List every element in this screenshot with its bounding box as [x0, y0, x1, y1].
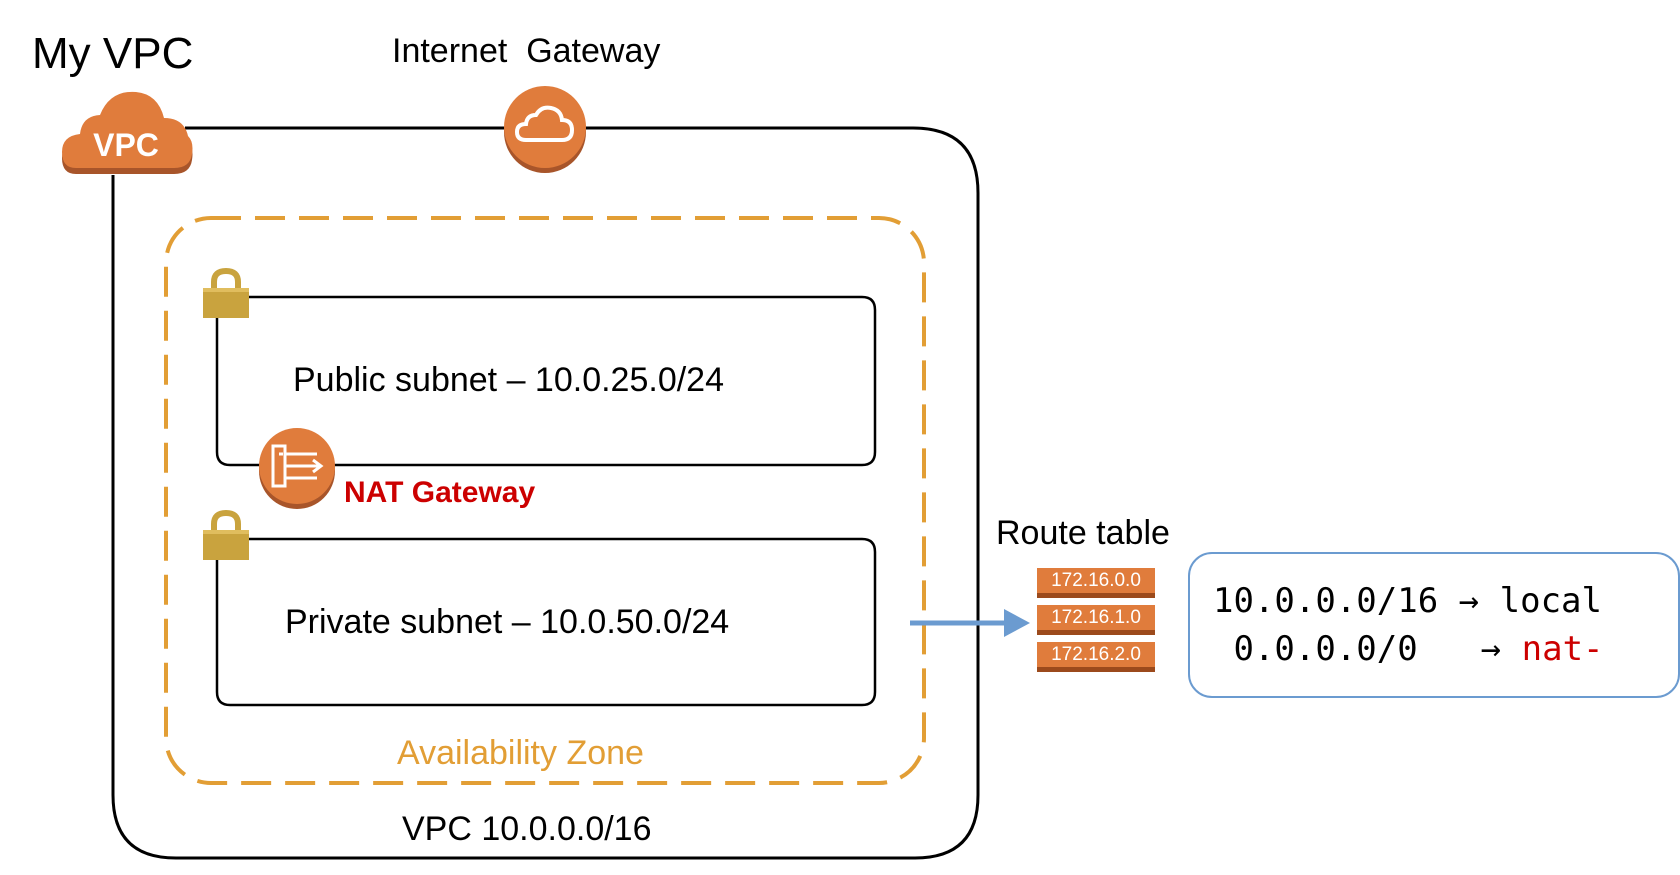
diagram-title: My VPC: [32, 29, 194, 78]
private-subnet-label: Private subnet – 10.0.50.0/24: [285, 603, 730, 641]
internet-gateway-icon: [504, 86, 586, 173]
vpc-cidr-label: VPC 10.0.0.0/16: [402, 810, 652, 848]
route-row: 0.0.0.0/0 → nat-: [1213, 629, 1604, 669]
public-subnet-lock-icon: [203, 267, 249, 318]
nat-gateway-label: NAT Gateway: [344, 476, 536, 509]
private-subnet-lock-icon: [203, 509, 249, 560]
vpc-border: [111, 126, 980, 860]
route-icon-entry: 172.16.2.0: [1037, 642, 1155, 672]
route-icon-entry: 172.16.0.0: [1037, 568, 1155, 598]
route-arrow: →: [1480, 629, 1502, 669]
route-arrow-head: [1004, 609, 1030, 637]
route-row: 10.0.0.0/16 → local: [1213, 584, 1602, 618]
nat-gateway-icon: [259, 428, 335, 509]
route-table-box: [1188, 552, 1680, 698]
route-target: nat-: [1521, 629, 1604, 669]
route-destination: 10.0.0.0/16: [1213, 581, 1439, 621]
route-table-label: Route table: [996, 514, 1170, 552]
public-subnet-border: [215, 295, 877, 467]
vpc-icon-text: VPC: [93, 127, 159, 163]
internet-gateway-label: Internet Gateway: [392, 32, 661, 70]
route-destination: 0.0.0.0/0: [1213, 629, 1439, 669]
route-icon-entry: 172.16.1.0: [1037, 605, 1155, 635]
availability-zone-label: Availability Zone: [397, 734, 644, 772]
route-target: local: [1499, 581, 1602, 621]
vpc-cloud-icon: VPC: [62, 91, 193, 174]
private-subnet-border: [215, 537, 877, 707]
route-arrow: →: [1458, 581, 1480, 621]
availability-zone-border: [164, 216, 926, 785]
public-subnet-label: Public subnet – 10.0.25.0/24: [293, 361, 724, 399]
